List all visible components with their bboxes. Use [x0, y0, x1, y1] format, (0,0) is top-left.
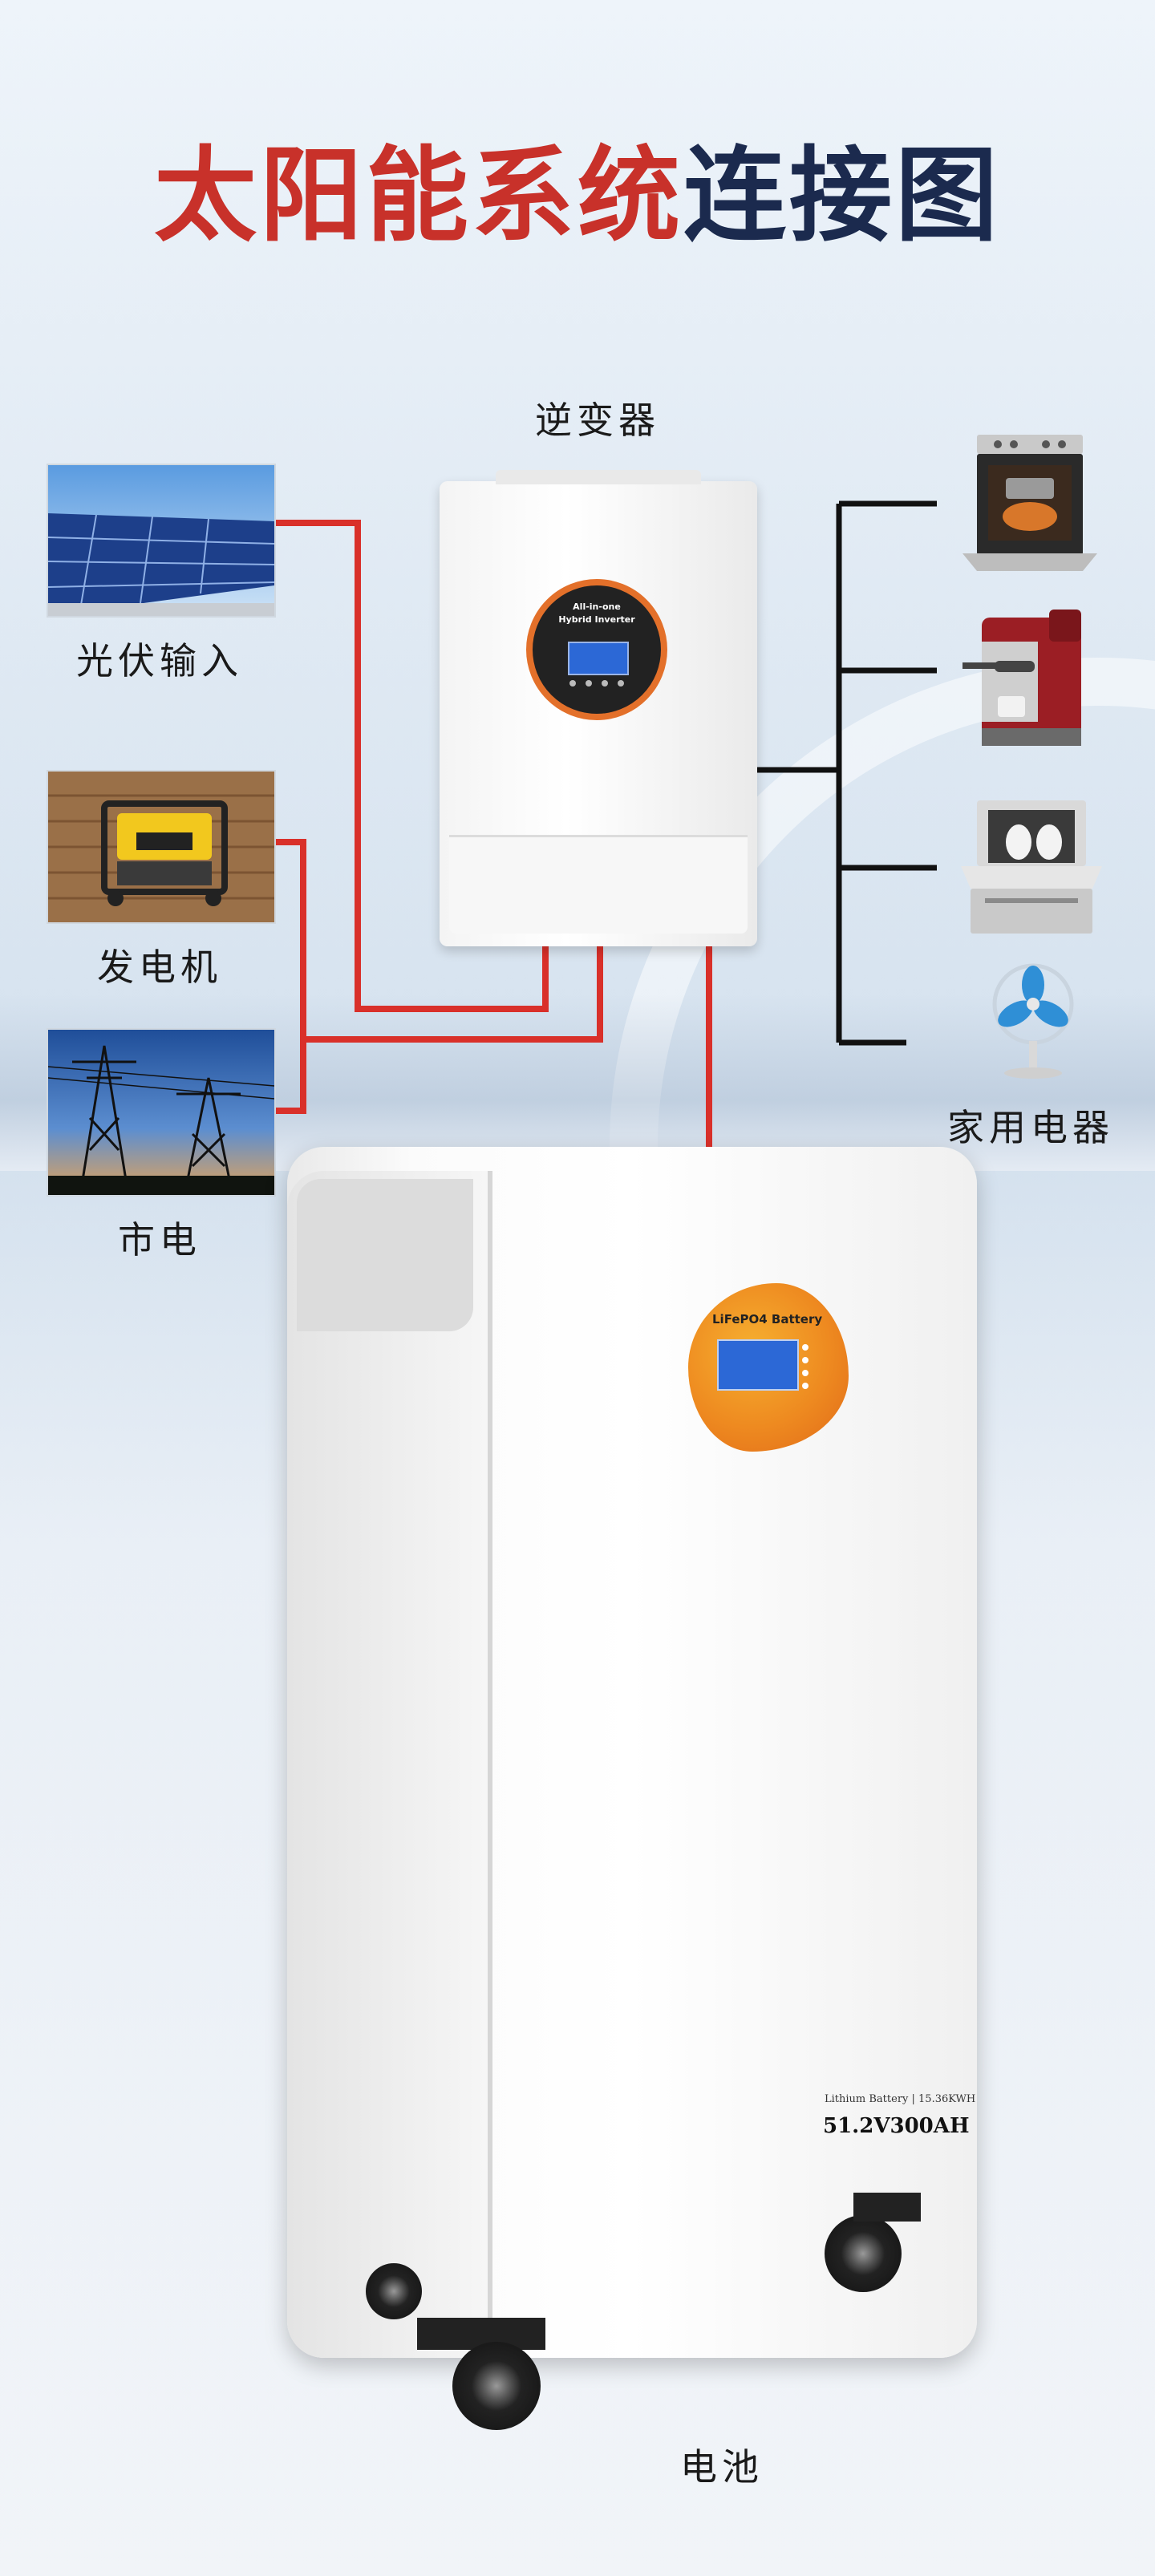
generator-label: 发电机 [97, 946, 222, 989]
pv-input-label: 光伏输入 [76, 639, 243, 682]
inverter-lcd-screen [568, 642, 629, 675]
red-wires [274, 520, 712, 1155]
inverter-label: 逆变器 [535, 399, 660, 442]
oven-icon [962, 435, 1097, 571]
home-appliances-label: 家用电器 [947, 1106, 1114, 1149]
inverter-button-icon [586, 680, 592, 687]
battery-seam [488, 1171, 492, 2350]
generator-icon [48, 772, 274, 922]
dishwasher-icon [961, 800, 1102, 934]
inverter-button-icon [602, 680, 608, 687]
battery-rating-text: 51.2V300AH [823, 2114, 970, 2138]
inverter-buttons [569, 680, 626, 688]
battery-wheel-icon [825, 2215, 902, 2292]
battery-led-icon [802, 1357, 808, 1363]
battery-led-icon [802, 1370, 808, 1376]
battery-capacity-text: Lithium Battery | 15.36KWH [825, 2093, 976, 2105]
battery-led-icon [802, 1344, 808, 1351]
battery-lcd-screen [717, 1339, 799, 1391]
power-tower-icon [48, 1030, 274, 1195]
electric-fan-appliance [983, 961, 1083, 1079]
generator-image [47, 770, 276, 924]
inverter-top-tab [496, 470, 701, 484]
inverter-button-icon [569, 680, 576, 687]
inverter-lower-cover [449, 835, 748, 934]
oven-appliance [962, 433, 1097, 574]
battery-label: 电池 [680, 2445, 764, 2489]
grid-label: 市电 [118, 1218, 201, 1262]
grid-image [47, 1028, 276, 1197]
coffee-machine-appliance [962, 610, 1100, 754]
pv-wire [274, 520, 549, 1012]
battery-wheel-icon [452, 2342, 541, 2430]
battery-wheel-icon [366, 2263, 422, 2319]
solar-panel-icon [48, 465, 274, 616]
wiring-diagram [274, 500, 937, 1155]
coffee-machine-icon [962, 610, 1081, 746]
grid-wire [303, 946, 603, 1043]
inverter-display-panel: All-in-one Hybrid Inverter [526, 579, 667, 720]
inverter-brand-line-2: Hybrid Inverter [558, 614, 635, 625]
battery-display-panel: LiFePO4 Battery [688, 1283, 849, 1452]
hybrid-inverter: All-in-one Hybrid Inverter [440, 470, 757, 946]
title-part-1: 太阳能系统 [153, 136, 683, 256]
inverter-brand-line-1: All-in-one [573, 601, 621, 612]
battery-status-leds [802, 1344, 812, 1389]
generator-wire [274, 839, 306, 1114]
battery-led-icon [802, 1383, 808, 1389]
black-wires [757, 500, 937, 1046]
solar-panel-image [47, 464, 276, 618]
title-part-2: 连接图 [683, 136, 1002, 256]
battery-cabinet: LiFePO4 Battery Lithium Battery | 15.36K… [287, 1147, 977, 2358]
battery-wheel-bracket [853, 2193, 921, 2222]
battery-handle [297, 1179, 473, 1331]
inverter-button-icon [618, 680, 624, 687]
battery-brand-label: LiFePO4 Battery [712, 1312, 823, 1326]
battery-side-panel [287, 1171, 488, 2358]
electric-fan-icon [992, 963, 1074, 1079]
dishwasher-appliance [961, 800, 1102, 935]
page-title: 太阳能系统连接图 [0, 112, 1155, 261]
